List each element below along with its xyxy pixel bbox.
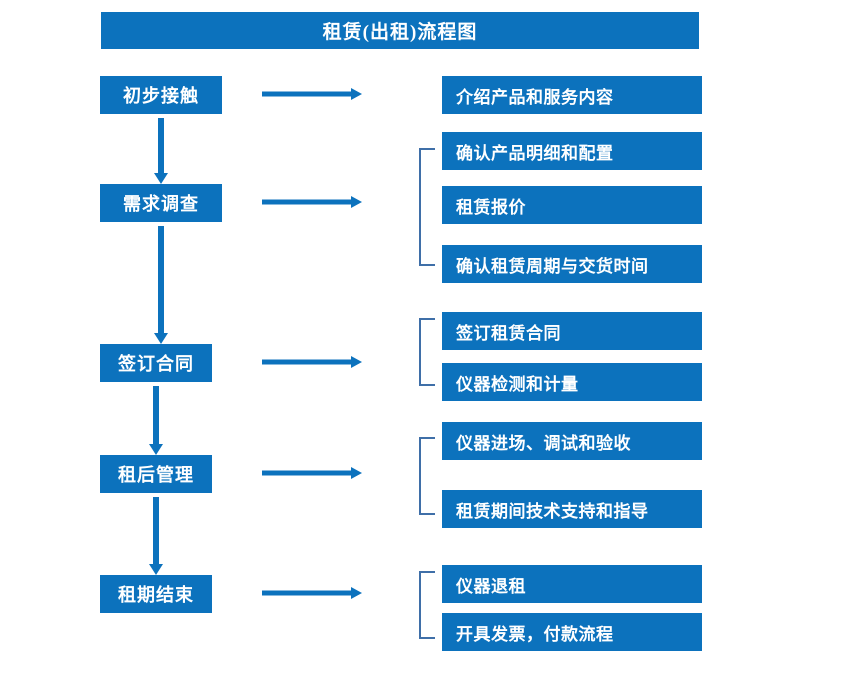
group-bracket-3 (419, 437, 435, 515)
detail-box-1[interactable]: 介绍产品和服务内容 (442, 76, 702, 114)
detail-box-9[interactable]: 仪器退租 (442, 565, 702, 603)
vertical-arrow-icon-1 (153, 118, 169, 184)
detail-box-8[interactable]: 租赁期间技术支持和指导 (442, 490, 702, 528)
vertical-arrow-icon-2 (153, 226, 169, 344)
detail-box-2[interactable]: 确认产品明细和配置 (442, 132, 702, 170)
stage-box-5[interactable]: 租期结束 (100, 575, 212, 613)
detail-box-3[interactable]: 租赁报价 (442, 186, 702, 224)
vertical-arrow-icon-4 (148, 497, 164, 575)
stage-box-2[interactable]: 需求调查 (100, 184, 222, 222)
horizontal-arrow-icon-3 (262, 355, 362, 369)
horizontal-arrow-icon-5 (262, 586, 362, 600)
page-title: 租赁(出租)流程图 (101, 12, 699, 49)
horizontal-arrow-icon-1 (262, 87, 362, 101)
detail-box-6[interactable]: 仪器检测和计量 (442, 363, 702, 401)
group-bracket-1 (419, 148, 435, 266)
detail-box-5[interactable]: 签订租赁合同 (442, 312, 702, 350)
detail-box-10[interactable]: 开具发票，付款流程 (442, 613, 702, 651)
stage-box-1[interactable]: 初步接触 (100, 76, 222, 114)
stage-box-4[interactable]: 租后管理 (100, 455, 212, 493)
stage-box-3[interactable]: 签订合同 (100, 344, 212, 382)
group-bracket-4 (419, 571, 435, 639)
vertical-arrow-icon-3 (148, 386, 164, 455)
horizontal-arrow-icon-4 (262, 466, 362, 480)
horizontal-arrow-icon-2 (262, 195, 362, 209)
detail-box-4[interactable]: 确认租赁周期与交货时间 (442, 245, 702, 283)
group-bracket-2 (419, 318, 435, 386)
detail-box-7[interactable]: 仪器进场、调试和验收 (442, 422, 702, 460)
